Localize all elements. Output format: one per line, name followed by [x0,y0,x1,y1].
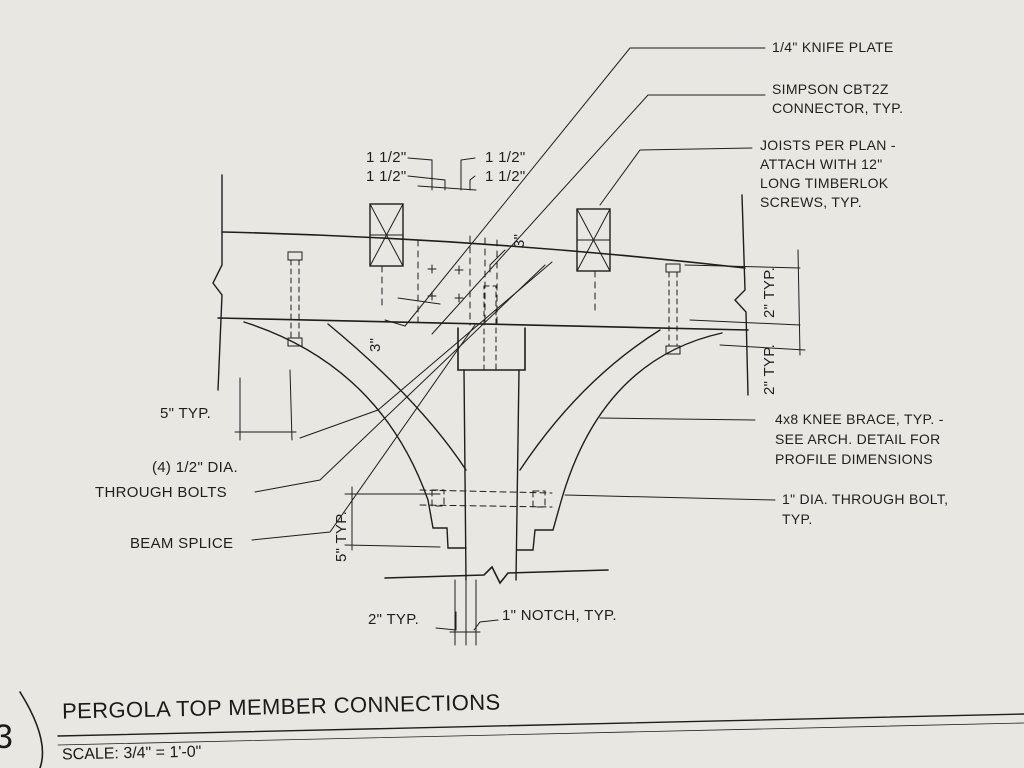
label-joists-line2: ATTACH WITH 12" [760,156,883,172]
through-bolt-hidden [419,489,553,508]
bolt-pattern [427,264,464,303]
dim-5-typ: 5" TYP. [160,405,212,422]
label-knee-brace-line1: 4x8 KNEE BRACE, TYP. - [775,411,944,427]
label-through-bolt-line1: 1" DIA. THROUGH BOLT, [782,491,949,507]
label-knee-brace-line2: SEE ARCH. DETAIL FOR [775,431,941,447]
label-joists-line3: LONG TIMBERLOK [760,175,889,191]
joist-left [369,203,404,267]
label-through-bolt-line2: TYP. [782,511,813,527]
dim-2-typ-top: 2" TYP. [761,266,778,318]
label-notch: 1" NOTCH, TYP. [502,607,617,624]
label-bolts-line2: THROUGH BOLTS [95,484,227,501]
label-knee-brace-line3: PROFILE DIMENSIONS [775,451,933,467]
dim-3-top: 3" [511,233,528,248]
label-bolts-line1: (4) 1/2" DIA. [152,459,238,476]
dim-1-1-2-left-top: 1 1/2" [366,149,407,166]
post-break-line [384,565,609,585]
dim-5-typ-vertical: 5" TYP. [333,510,350,562]
leader-lines [251,47,776,631]
label-knife-plate: 1/4" KNIFE PLATE [772,39,894,55]
label-beam-splice: BEAM SPLICE [130,535,234,552]
knee-brace-left [243,321,467,549]
label-simpson-line1: SIMPSON CBT2Z [772,81,889,97]
knee-brace-right [516,329,723,551]
beam [212,174,749,396]
knife-plate-hidden-lines [381,235,596,326]
dimension-lines [234,249,806,646]
dim-1-1-2-left-bottom: 1 1/2" [366,168,407,185]
label-joists-line4: SCREWS, TYP. [760,194,862,210]
label-joists-line1: JOISTS PER PLAN - [760,137,896,153]
dim-2-typ-bottom: 2" TYP. [368,611,420,628]
timberlok-screw-right [665,263,681,355]
timberlok-screw-left [287,251,303,347]
title-block [19,691,1024,768]
dim-1-1-2-right-bottom: 1 1/2" [485,168,526,185]
label-simpson-line2: CONNECTOR, TYP. [772,100,904,116]
drawing-scale: SCALE: 3/4" = 1'-0" [61,743,202,764]
dim-2-typ-mid: 2" TYP. [761,343,778,395]
post [457,285,526,581]
dim-1-1-2-right-top: 1 1/2" [485,149,526,166]
dim-3-left: 3" [367,337,384,352]
sheet-number: 3 [0,718,13,756]
joist-right [576,208,611,272]
